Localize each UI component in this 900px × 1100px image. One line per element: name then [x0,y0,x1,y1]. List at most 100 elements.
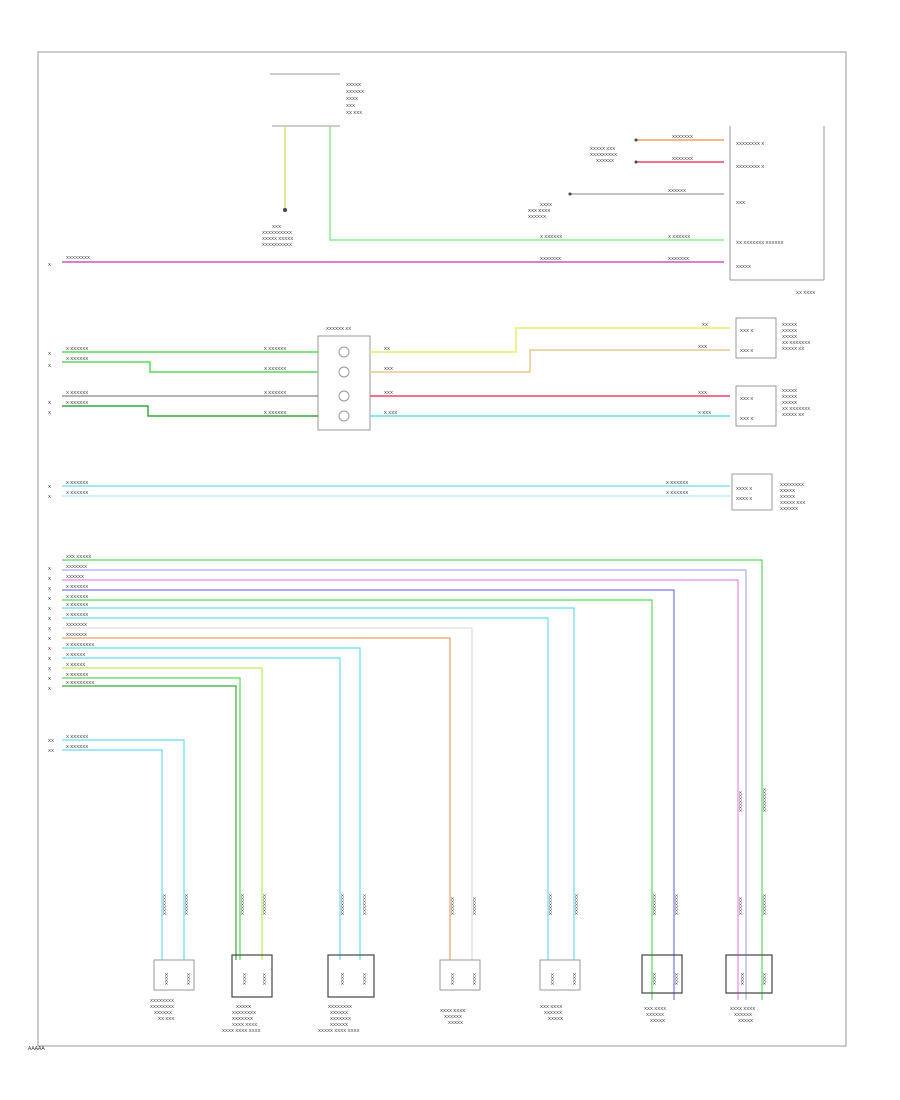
svg-text:XXX X: XXX X [740,328,753,333]
svg-text:X: X [48,596,51,601]
bus-wire-9 [62,637,451,960]
svg-text:XXX: XXX [698,390,707,395]
svg-text:X XXXXXX: X XXXXXX [264,366,286,371]
svg-text:XXXXXX: XXXXXX [66,574,84,579]
svg-text:X: X [48,494,51,499]
svg-text:XXX X: XXX X [740,348,753,353]
wire-tan-out [370,349,730,373]
mid-left-label: XXXXX XXX XXXXXXXXX XXXXXX XXXX XXX XXXX… [528,146,617,219]
svg-text:XXXXXXX: XXXXXXX [340,894,345,915]
svg-text:XXXXXXX: XXXXXXX [652,894,657,915]
svg-text:X XXXXXX: X XXXXXX [264,346,286,351]
svg-text:XXXXXX: XXXXXX [780,506,798,511]
svg-text:X: X [48,363,51,368]
svg-text:XXXXX: XXXXX [448,1020,463,1025]
right-module: XX XXXX [729,126,825,295]
svg-text:XXXXXXX: XXXXXXX [66,632,87,637]
svg-text:X: X [48,656,51,661]
svg-text:XXXXXX: XXXXXX [528,214,546,219]
speaker-front-2: XXX X XXX X XXXXX XXXXX XXXXX XX XXXXXXX… [735,385,810,427]
svg-text:XXX: XXX [384,390,393,395]
svg-text:X XXXXXX: X XXXXXX [666,490,688,495]
vertical-wire-labels: XXXXXXX XXXXXXX XXXXXXX XXXXXXX XXXXXXX … [162,788,767,915]
svg-text:XXXX: XXXX [362,973,367,985]
footer-code: AAAAA [28,1046,45,1052]
svg-text:XXXXXXX: XXXXXXX [262,894,267,915]
svg-text:XXXX: XXXX [674,973,679,985]
svg-text:X XXXXXX: X XXXXXX [264,390,286,395]
bottom-component-2: XXXX XXXX XXXXX XXXXXXXX XXXXXXX XXXX XX… [222,954,273,1033]
svg-text:XXXX: XXXX [740,973,745,985]
svg-text:X: X [48,686,51,691]
svg-text:XXXXXXXX: XXXXXXXX [66,255,90,260]
svg-text:XXXX XXXX XXXX: XXXX XXXX XXXX [222,1028,261,1033]
svg-text:XXXXX: XXXXX [736,264,751,269]
svg-text:XXXXXXX: XXXXXXX [672,134,693,139]
svg-text:XXXX: XXXX [572,973,577,985]
bus-wire-6 [62,607,575,960]
svg-text:XXX X: XXX X [740,396,753,401]
svg-text:XXXXXX: XXXXXX [738,897,743,915]
svg-text:X XXXXXX: X XXXXXX [666,480,688,485]
svg-text:XXXX: XXXX [262,973,267,985]
svg-text:X XXXXXXXX: X XXXXXXXX [66,642,94,647]
wire-darkgreen-1 [62,405,318,417]
svg-text:XXXX XXXX: XXXX XXXX [440,1008,465,1013]
svg-text:X: X [48,586,51,591]
svg-text:XX: XX [702,322,708,327]
wire-yellow-out [370,327,730,353]
svg-text:X XXXXXX: X XXXXXX [66,480,88,485]
wire-top-green [329,126,724,241]
svg-text:XXXXX: XXXXX [782,334,797,339]
svg-text:X XXXXXX: X XXXXXX [66,602,88,607]
svg-text:X: X [48,351,51,356]
svg-text:X: X [48,576,51,581]
svg-text:X XXXXXX: X XXXXXX [66,594,88,599]
svg-text:XXXXX XXX: XXXXX XXX [780,500,805,505]
bottom-component-3: XXXX XXXX XXXXXXXX XXXXXX XXXXXXX XXXXXX… [318,954,375,1033]
speaker-front-1: XXX X XXX X XXXXX XXXXX XXXXX XX XXXXXXX… [735,317,810,359]
svg-text:XXXXXX: XXXXXX [330,1022,348,1027]
svg-text:XXX: XXX [384,366,393,371]
svg-text:XXXX: XXXX [450,973,455,985]
bottom-component-6: XXXX XXXX XXX XXXX XXXXXX XXXXX [641,954,683,1023]
svg-text:XXXXXXX: XXXXXXX [672,156,693,161]
wire-green-2 [62,361,318,373]
svg-text:XXX: XXX [346,103,355,108]
svg-text:X XXXXXX: X XXXXXX [66,672,88,677]
svg-text:X XXXXXX: X XXXXXX [66,612,88,617]
svg-text:XXXX X: XXXX X [736,496,752,501]
svg-text:XXXXXXXX: XXXXXXXX [762,788,767,812]
bus-wire-14 [62,685,237,960]
svg-text:XXXXXXX: XXXXXXX [66,622,87,627]
svg-text:XXXXXXX: XXXXXXX [674,894,679,915]
ground-label: XXX XXXXXXXXXX XXXXX XXXXX XXXXXXXXXX [262,224,293,247]
bottom-component-1: XXXX XXXX XXXXXXXX XXXXXXXX XXXXXX XX XX… [150,959,195,1021]
svg-text:XXX: XXX [272,224,281,229]
splice-block: XXXXXX XX [317,326,371,431]
svg-text:XXX XXXXX: XXX XXXXX [66,554,91,559]
bus-wire-5 [62,599,653,1000]
svg-text:XXXXXXX: XXXXXXX [362,894,367,915]
svg-text:X XXX: X XXX [698,410,711,415]
top-connector: XXXXX XXXXXX XXXX XXX XX XXX [270,73,364,127]
svg-text:X: X [48,262,51,267]
svg-text:XXXXXXXX X: XXXXXXXX X [736,141,764,146]
svg-text:X: X [48,400,51,405]
svg-text:XXXXXX: XXXXXX [154,1010,172,1015]
diagram-frame [37,51,847,1047]
bus-wire-13 [62,677,241,960]
svg-text:XXXXXXX: XXXXXXX [240,894,245,915]
svg-text:X: X [48,646,51,651]
bus-wire-10 [62,647,361,960]
svg-text:X XXXXXX: X XXXXXX [66,346,88,351]
svg-text:XXX XXXX: XXX XXXX [540,1004,562,1009]
svg-text:XX XXX: XX XXX [158,1016,174,1021]
svg-text:X: X [48,626,51,631]
svg-text:X XXXXXX: X XXXXXX [66,490,88,495]
svg-text:XXXXXXX: XXXXXXX [574,894,579,915]
bus-wire-7 [62,617,549,960]
svg-text:XXXX: XXXX [186,973,191,985]
wire-cyan-low-2 [62,749,163,960]
